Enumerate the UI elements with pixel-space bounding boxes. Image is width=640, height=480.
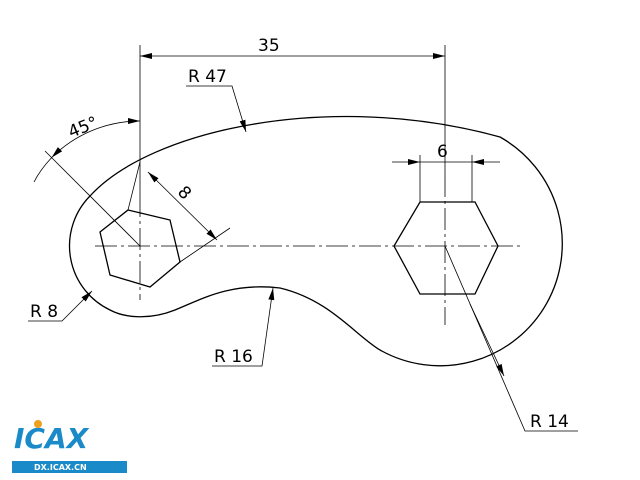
leader-r14-arrow (469, 303, 505, 377)
dim-text-8: 8 (173, 182, 195, 204)
dim-text-r14: R 14 (530, 412, 569, 432)
logo-dot (34, 420, 42, 428)
dim-text-r16: R 16 (214, 347, 253, 367)
dim-line-8 (147, 171, 218, 241)
dim-text-45: 45° (66, 113, 101, 143)
dim-text-6: 6 (437, 142, 448, 162)
leader-r16 (212, 287, 275, 367)
icax-logo: ICAX DX.ICAX.CN (12, 420, 127, 473)
logo-brand: ICAX (14, 422, 90, 455)
logo-bar (12, 461, 127, 473)
dim-arc-45-tail (33, 157, 52, 183)
part-outline (68, 115, 563, 367)
dim-text-35: 35 (258, 36, 280, 56)
logo-url: DX.ICAX.CN (34, 463, 87, 472)
extension-line (127, 161, 141, 211)
leader-r8 (28, 290, 93, 322)
extension-line (179, 227, 231, 263)
dim-text-r8: R 8 (30, 302, 58, 322)
leader-r47 (186, 85, 247, 133)
dim-arc-45 (51, 118, 141, 158)
extension-line-45 (44, 150, 141, 247)
dim-text-r47: R 47 (188, 67, 227, 87)
